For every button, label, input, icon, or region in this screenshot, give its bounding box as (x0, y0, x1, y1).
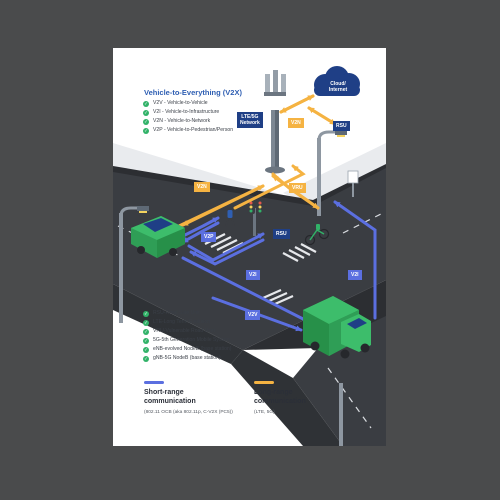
truck-icon (303, 296, 371, 359)
short-range-legend-note: (802.11 OCB (aka 802.11p, C-V2X (PC5)) (144, 410, 233, 415)
list-item-label: V2N - Vehicle-to-Network (153, 118, 211, 124)
list-item: ✓ 5G-5th Generation Mobile System (143, 336, 231, 345)
check-icon: ✓ (143, 320, 149, 326)
list-item: ✓ V2V - Vehicle-to-Vehicle (143, 99, 233, 108)
pedestrian-icon (225, 204, 235, 227)
rsu-label-top: RSU (333, 121, 350, 131)
list-item: ✓ V2N - Vehicle-to-Network (143, 117, 233, 126)
list-item: ✓ VRU-Vulnerable Road User (143, 327, 231, 336)
base-station-tower (264, 70, 286, 174)
car-icon (131, 216, 185, 258)
list-item: ✓ eNB-evolved NodeB (base station) (143, 345, 231, 354)
street-lamp-top (317, 130, 347, 216)
cyclist-icon (304, 219, 330, 246)
list-item-label: VRU-Vulnerable Road User (153, 328, 216, 334)
street-lamp-bottom (339, 383, 343, 446)
poster-title: Vehicle-to-Everything (V2X) (144, 88, 242, 97)
list-item-label: V2I - Vehicle-to-Infrastructure (153, 109, 220, 115)
v2p-label: V2P (201, 232, 217, 242)
list-item-label: eNB-evolved NodeB (base station) (153, 346, 232, 352)
glossary-list: ✓ RSU-Road Side Unit ✓ LTE-Long Term Evolut… (143, 309, 231, 363)
traffic-light (247, 200, 264, 236)
cloud-icon (314, 66, 360, 96)
list-item: ✓ gNB-5G NodeB (base station) (143, 354, 231, 363)
list-item: ✓ LTE-Long Term Evolution (143, 318, 231, 327)
list-item: ✓ RSU-Road Side Unit (143, 309, 231, 318)
check-icon: ✓ (143, 356, 149, 362)
street-lamp-left (119, 206, 149, 323)
long-range-legend-bar (254, 381, 274, 384)
v2n-label-top: V2N (288, 118, 304, 128)
v2v-label: V2V (245, 310, 261, 320)
check-icon: ✓ (143, 347, 149, 353)
list-item-label: V2P - Vehicle-to-Pedestrian/Person (153, 127, 234, 133)
list-item-label: V2V - Vehicle-to-Vehicle (153, 100, 208, 106)
v2i-label-right: V2I (348, 270, 362, 280)
list-item: ✓ V2I - Vehicle-to-Infrastructure (143, 108, 233, 117)
infographic-poster: Vehicle-to-Everything (V2X) ✓ V2V - Vehic… (113, 48, 386, 446)
long-range-legend-note: (LTE, 5G) (254, 410, 275, 415)
list-item-label: LTE-Long Term Evolution (153, 319, 211, 325)
list-item: ✓ V2P - Vehicle-to-Pedestrian/Person (143, 126, 233, 135)
rsu-label-mid: RSU (273, 229, 290, 239)
v2i-label-left: V2I (246, 270, 260, 280)
v2x-type-list: ✓ V2V - Vehicle-to-Vehicle ✓ V2I - Vehicle-… (143, 99, 233, 135)
list-item-label: RSU-Road Side Unit (153, 310, 200, 316)
v2x-scene (113, 66, 386, 446)
check-icon: ✓ (143, 101, 149, 107)
check-icon: ✓ (143, 110, 149, 116)
list-item-label: 5G-5th Generation Mobile System (153, 337, 231, 343)
check-icon: ✓ (143, 338, 149, 344)
vru-label: VRU (289, 183, 306, 193)
list-item-label: gNB-5G NodeB (base station) (153, 355, 221, 361)
check-icon: ✓ (143, 119, 149, 125)
check-icon: ✓ (143, 128, 149, 134)
v2n-label-left: V2N (194, 182, 210, 192)
cloud-internet-label: Cloud/Internet (328, 81, 348, 93)
check-icon: ✓ (143, 329, 149, 335)
road-sign (347, 170, 359, 197)
short-range-legend-bar (144, 381, 164, 384)
check-icon: ✓ (143, 311, 149, 317)
